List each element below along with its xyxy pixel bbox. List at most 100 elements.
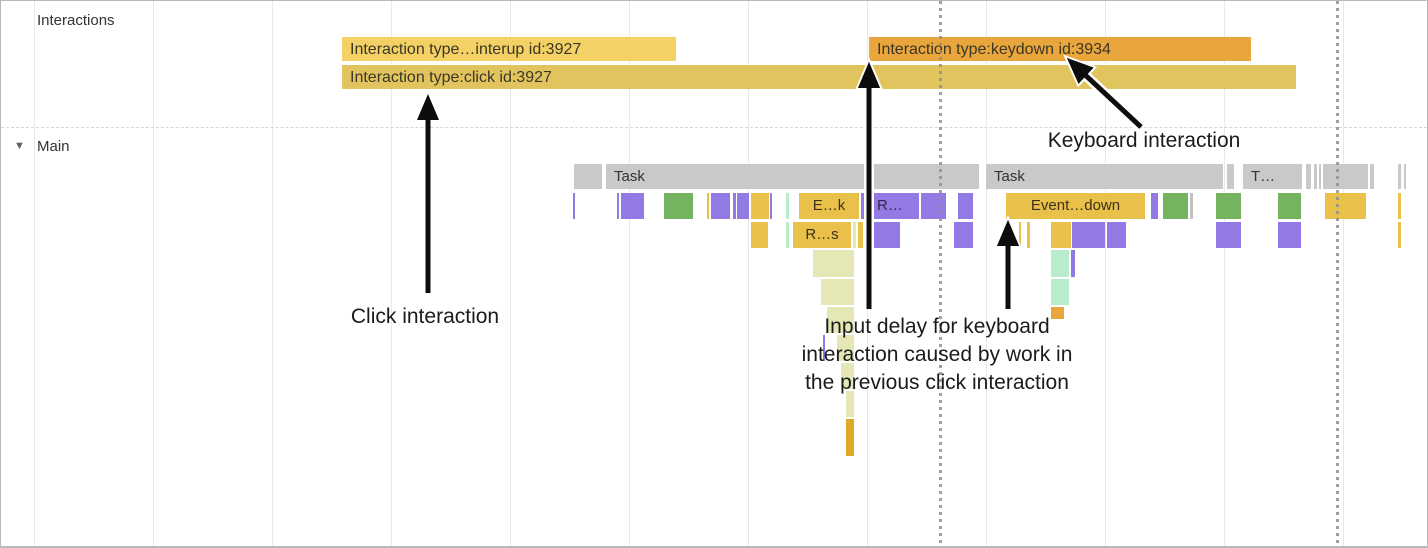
flame-bar[interactable] [751,193,769,219]
gridline [1105,1,1106,546]
flame-bar[interactable] [1190,193,1193,219]
task-bar[interactable]: Task [986,164,1223,189]
flame-bar-label: Task [994,168,1025,185]
gridline [748,1,749,546]
gridline [34,1,35,546]
flame-bar[interactable] [921,193,946,219]
keyboard-interaction-label: Keyboard interaction [1047,129,1241,152]
task-bar[interactable]: Task [606,164,979,189]
flame-bar[interactable]: R… [869,193,919,219]
interaction-click[interactable]: Interaction type:click id:3927 [342,65,1296,89]
interaction-bar-label: Interaction type…interup id:3927 [350,41,582,58]
task-bar[interactable] [1398,164,1401,189]
flame-bar[interactable] [821,279,854,305]
task-bar[interactable] [574,164,602,189]
flame-event-keydown[interactable]: Event…down [1006,193,1145,219]
flame-bar[interactable] [1398,193,1401,219]
flame-bar-label: Event…down [1030,197,1121,214]
flame-bar-label: R… [877,197,903,214]
flame-bar[interactable] [827,307,854,333]
click-interaction-arrow [417,94,439,293]
flame-bar[interactable] [664,193,693,219]
interaction-bar-label: Interaction type:click id:3927 [350,69,552,86]
interaction-keydown[interactable]: Interaction type:keydown id:3934 [869,37,1251,61]
flame-bar[interactable] [617,193,619,219]
main-track-collapse-icon[interactable]: ▼ [14,140,25,152]
input-delay-label: Input delay for keyboard interaction caus… [802,313,1073,397]
task-bar[interactable] [1306,164,1311,189]
flame-bar[interactable] [1278,222,1301,248]
flame-bar[interactable] [1216,222,1241,248]
track-divider [1,127,1427,128]
input-delay-label-line: the previous click interaction [805,371,1069,394]
flame-bar[interactable] [853,222,856,248]
task-bar[interactable] [1404,164,1406,189]
flame-bar-label: R…s [805,226,839,243]
interaction-pointerup[interactable]: Interaction type…interup id:3927 [342,37,676,61]
task-bar[interactable] [1319,164,1321,189]
flame-bar[interactable] [1107,222,1126,248]
flame-bar[interactable] [733,193,736,219]
flame-bar[interactable] [954,222,973,248]
click-interaction-label: Click interaction [350,305,500,328]
flame-bar[interactable]: R…s [793,222,851,248]
flame-bar[interactable] [1216,193,1241,219]
flame-bar[interactable] [1051,307,1064,319]
task-bar[interactable] [1323,164,1368,189]
flame-bar[interactable] [1027,222,1030,248]
input-delay-label-line: Input delay for keyboard [824,315,1050,338]
flame-bar[interactable] [737,193,749,219]
flame-bar[interactable] [846,391,854,417]
flame-bar[interactable] [707,193,709,219]
flame-bar[interactable] [751,222,768,248]
flame-bar[interactable] [1325,193,1366,219]
flame-bar[interactable] [1019,222,1021,248]
flame-bar[interactable] [573,193,575,219]
gridline [510,1,511,546]
flame-bar[interactable] [823,335,825,361]
input-delay-label-line: interaction caused by work in [801,343,1073,366]
flame-bar-label: Task [614,168,645,185]
flame-bar[interactable] [1163,193,1188,219]
gridline [629,1,630,546]
gridline [272,1,273,546]
flame-bar[interactable] [1278,193,1301,219]
flame-bar[interactable] [770,193,772,219]
flame-bar[interactable] [1071,250,1075,277]
gridline [1343,1,1344,546]
main-track-label[interactable]: Main [37,138,70,155]
input-delay-arrow-keydown [993,214,1023,309]
flame-bar[interactable] [1051,250,1069,277]
gridline [391,1,392,546]
task-bar[interactable] [1314,164,1317,189]
gridline [1224,1,1225,546]
timeline-marker [1336,1,1339,546]
gridline [153,1,154,546]
task-bar[interactable]: T… [1243,164,1302,189]
flame-bar[interactable] [1051,279,1069,305]
task-bar[interactable] [1370,164,1374,189]
flame-bar[interactable] [858,222,863,248]
flame-event-click[interactable]: E…k [799,193,859,219]
flame-bar[interactable] [621,193,644,219]
task-bar[interactable] [1227,164,1234,189]
flame-bar-label: E…k [812,197,846,214]
flame-bar[interactable] [846,419,854,456]
flame-bar[interactable] [786,222,789,248]
interactions-track-label: Interactions [37,12,115,29]
flame-bar[interactable] [1072,222,1105,248]
flame-bar[interactable] [786,193,789,219]
flame-bar[interactable] [861,193,864,219]
flame-bar[interactable] [871,222,900,248]
flame-bar[interactable] [1151,193,1158,219]
flame-bar[interactable] [711,193,730,219]
flame-bar[interactable] [1051,222,1071,248]
flame-bar[interactable] [841,363,854,389]
flame-bar[interactable] [958,193,973,219]
flame-bar[interactable] [813,250,854,277]
interaction-bar-label: Interaction type:keydown id:3934 [877,41,1111,58]
flame-bar[interactable] [837,335,854,361]
timeline-marker [939,1,942,546]
flame-bar[interactable] [1398,222,1401,248]
